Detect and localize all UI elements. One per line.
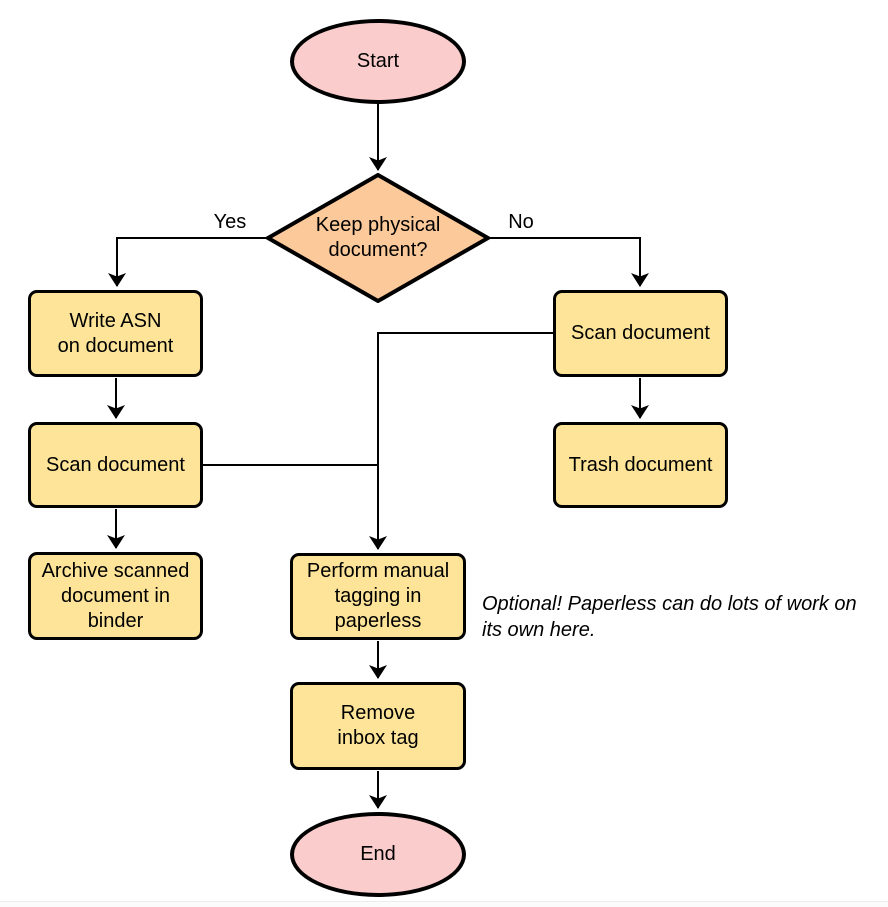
edge-scan-right-to-tagging: [369, 332, 553, 550]
node-write-asn-process: Write ASN on document: [28, 290, 203, 377]
node-manual-tagging-process: Perform manual tagging in paperless: [290, 553, 466, 640]
optional-note: Optional! Paperless can do lots of work …: [482, 593, 857, 641]
edge-decision-no-to-scan-right: [490, 237, 649, 287]
edge-decision-yes-to-write-asn: [108, 237, 266, 287]
node-write-asn-label: Write ASN on document: [57, 309, 174, 357]
node-keep-physical-document-decision: Keep physical document?: [266, 173, 490, 303]
node-start-label: Start: [356, 50, 400, 72]
node-scan-left-label: Scan document: [46, 453, 185, 476]
node-end-terminator: End: [290, 812, 466, 897]
bottom-strip: [0, 902, 888, 907]
node-archive-document-process: Archive scanned document in binder: [28, 552, 203, 640]
decision-diamond-shape: [266, 173, 490, 303]
bottom-divider: [0, 901, 888, 902]
node-trash-label: Trash document: [568, 453, 713, 476]
node-scan-right-label: Scan document: [571, 322, 710, 344]
node-tagging-label: Perform manual tagging in paperless: [306, 560, 450, 632]
node-end-label: End: [360, 843, 396, 865]
node-start-terminator: Start: [290, 19, 466, 104]
node-trash-document-process: Trash document: [553, 422, 728, 508]
node-archive-label: Archive scanned document in binder: [41, 559, 190, 632]
node-remove-inbox-label: Remove inbox tag: [337, 702, 419, 749]
node-decision-label: Keep physical document?: [315, 214, 441, 261]
node-remove-inbox-tag-process: Remove inbox tag: [290, 682, 466, 770]
node-scan-document-left-process: Scan document: [28, 422, 203, 508]
edge-label-no: No: [508, 211, 534, 233]
node-scan-document-right-process: Scan document: [553, 290, 728, 377]
edge-label-yes: Yes: [213, 211, 247, 233]
